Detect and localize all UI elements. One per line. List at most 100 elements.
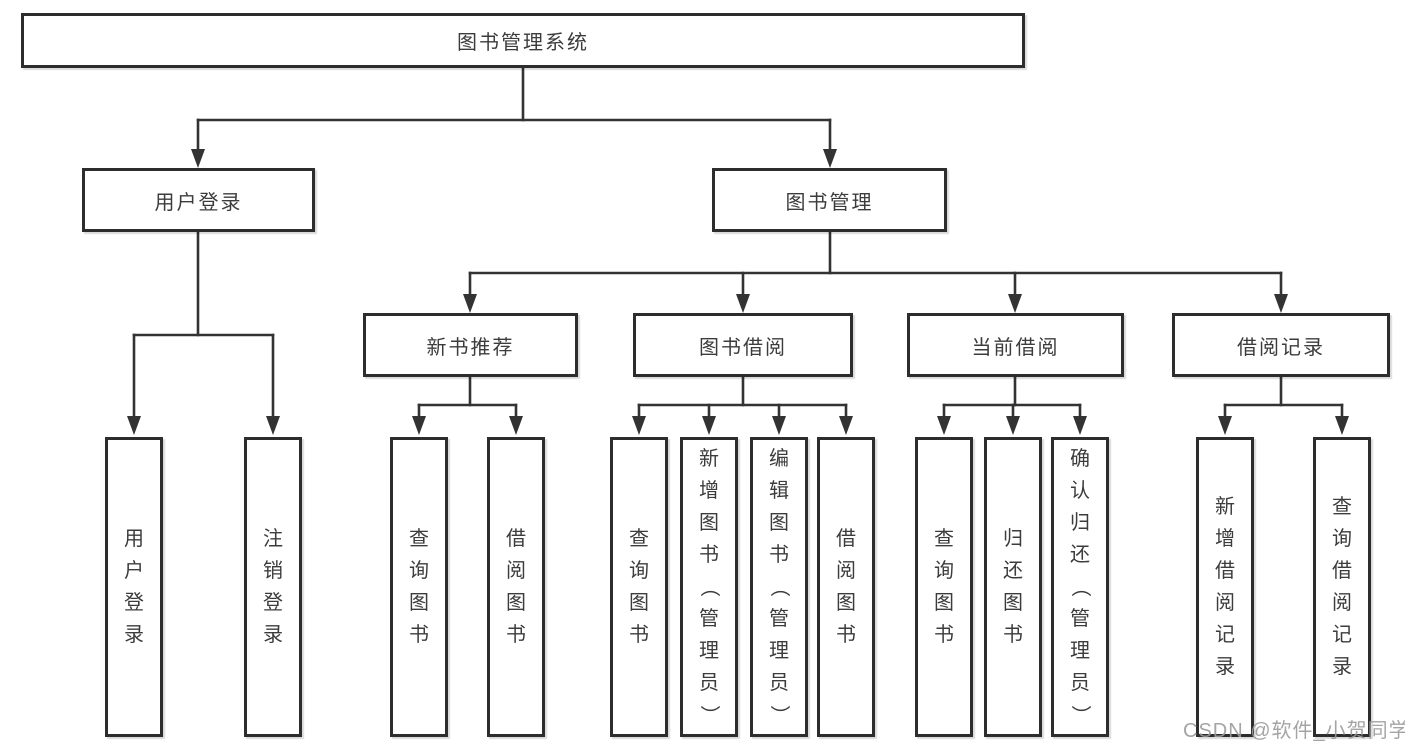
vertical-char: 新	[1215, 496, 1235, 518]
leaf-borrow-books-recommend: 借阅图书	[487, 437, 545, 737]
vertical-char: 阅	[836, 560, 856, 582]
vertical-char: 借	[1332, 560, 1352, 582]
vertical-char: 查	[629, 528, 649, 550]
vertical-char: （	[1069, 577, 1091, 597]
node-new-book-recommendation: 新书推荐	[363, 313, 578, 377]
vertical-char: 图	[629, 592, 649, 614]
vertical-char: 员	[699, 672, 719, 694]
node-user-login: 用户登录	[82, 168, 315, 232]
vertical-char: （	[698, 577, 720, 597]
vertical-char: 理	[1070, 640, 1090, 662]
vertical-char: 查	[934, 528, 954, 550]
node-current-borrowing: 当前借阅	[907, 313, 1124, 377]
arrowhead-icon	[1218, 416, 1232, 435]
leaf-query-borrow-record: 查询借阅记录	[1313, 437, 1371, 737]
vertical-char: 编	[769, 448, 789, 470]
vertical-char: 图	[769, 512, 789, 534]
vertical-char: 书	[629, 624, 649, 646]
arrowhead-icon	[127, 416, 141, 435]
vertical-char: 询	[409, 560, 429, 582]
vertical-char: 询	[934, 560, 954, 582]
arrowhead-icon	[1335, 416, 1349, 435]
leaf-user-login: 用户登录	[105, 437, 163, 737]
vertical-char: 询	[629, 560, 649, 582]
vertical-char: 还	[1003, 560, 1023, 582]
vertical-char: 理	[699, 640, 719, 662]
leaf-query-books-recommend: 查询图书	[390, 437, 448, 737]
vertical-char: 记	[1332, 624, 1352, 646]
arrowhead-icon	[1006, 416, 1020, 435]
node-borrowing-records: 借阅记录	[1172, 313, 1390, 377]
vertical-char: ）	[1069, 705, 1091, 725]
arrowhead-icon	[937, 416, 951, 435]
node-book-management: 图书管理	[712, 168, 947, 232]
vertical-char: 借	[1215, 560, 1235, 582]
leaf-add-borrow-record: 新增借阅记录	[1196, 437, 1254, 737]
vertical-char: 书	[934, 624, 954, 646]
arrowhead-icon	[772, 416, 786, 435]
vertical-char: 管	[1070, 608, 1090, 630]
vertical-char: 借	[506, 528, 526, 550]
vertical-char: 图	[506, 592, 526, 614]
vertical-char: 员	[769, 672, 789, 694]
vertical-char: 登	[124, 592, 144, 614]
node-book-borrowing: 图书借阅	[633, 313, 853, 377]
vertical-char: 辑	[769, 480, 789, 502]
vertical-char: ）	[698, 705, 720, 725]
vertical-char: 图	[836, 592, 856, 614]
vertical-char: 图	[1003, 592, 1023, 614]
arrowhead-icon	[1008, 294, 1022, 313]
vertical-char: 录	[1332, 656, 1352, 678]
vertical-char: 阅	[1215, 592, 1235, 614]
leaf-query-books-borrowing: 查询图书	[610, 437, 668, 737]
vertical-char: 新	[699, 448, 719, 470]
vertical-char: 管	[699, 608, 719, 630]
vertical-char: 增	[1215, 528, 1235, 550]
vertical-char: 图	[699, 512, 719, 534]
vertical-char: 录	[263, 624, 283, 646]
vertical-char: 阅	[1332, 592, 1352, 614]
vertical-char: 员	[1070, 672, 1090, 694]
vertical-char: 记	[1215, 624, 1235, 646]
vertical-char: 查	[1332, 496, 1352, 518]
vertical-char: （	[768, 577, 790, 597]
vertical-char: 图	[934, 592, 954, 614]
vertical-char: 确	[1070, 448, 1090, 470]
vertical-char: 录	[1215, 656, 1235, 678]
leaf-borrow-books: 借阅图书	[817, 437, 875, 737]
vertical-char: 书	[836, 624, 856, 646]
arrowhead-icon	[463, 294, 477, 313]
vertical-char: 阅	[506, 560, 526, 582]
vertical-char: 增	[699, 480, 719, 502]
vertical-char: ）	[768, 705, 790, 725]
vertical-char: 用	[124, 528, 144, 550]
vertical-char: 询	[1332, 528, 1352, 550]
vertical-char: 认	[1070, 480, 1090, 502]
leaf-add-books-admin: 新增图书 （ 管理员 ）	[680, 437, 738, 737]
arrowhead-icon	[412, 416, 426, 435]
arrowhead-icon	[1274, 294, 1288, 313]
arrowhead-icon	[736, 294, 750, 313]
vertical-char: 借	[836, 528, 856, 550]
vertical-char: 归	[1003, 528, 1023, 550]
vertical-char: 书	[699, 544, 719, 566]
vertical-char: 书	[769, 544, 789, 566]
vertical-char: 管	[769, 608, 789, 630]
vertical-char: 书	[409, 624, 429, 646]
arrowhead-icon	[823, 149, 837, 168]
vertical-char: 图	[409, 592, 429, 614]
vertical-char: 查	[409, 528, 429, 550]
leaf-logout: 注销登录	[244, 437, 302, 737]
arrowhead-icon	[702, 416, 716, 435]
node-library-management-system: 图书管理系统	[21, 13, 1025, 68]
arrowhead-icon	[1073, 416, 1087, 435]
vertical-char: 销	[263, 560, 283, 582]
leaf-return-books: 归还图书	[984, 437, 1042, 737]
leaf-edit-books-admin: 编辑图书 （ 管理员 ）	[750, 437, 808, 737]
vertical-char: 理	[769, 640, 789, 662]
arrowhead-icon	[266, 416, 280, 435]
csdn-watermark: CSDN @软件_小贺同学	[1183, 720, 1405, 742]
vertical-char: 录	[124, 624, 144, 646]
vertical-char: 还	[1070, 544, 1090, 566]
